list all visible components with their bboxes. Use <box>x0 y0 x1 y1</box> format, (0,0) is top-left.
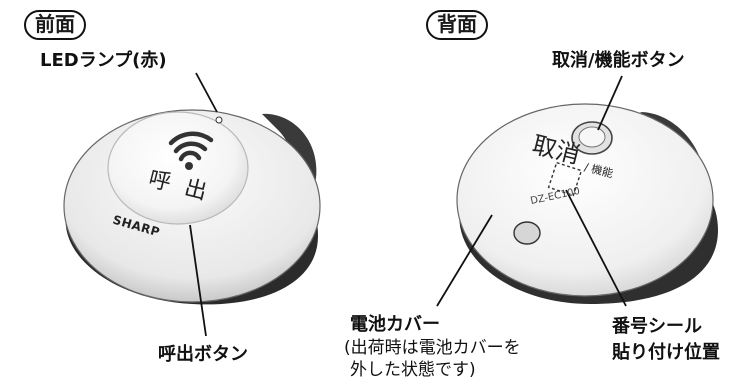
number-seal-label-line1: 番号シール <box>612 316 702 337</box>
call-button-label: 呼出ボタン <box>158 344 248 365</box>
wifi-dot <box>185 162 193 170</box>
wifi-signal-icon <box>168 131 214 162</box>
back-device <box>436 75 718 307</box>
battery-cover-note-line2: 外した状態です) <box>350 360 476 380</box>
back-tag: 背面 <box>426 10 488 40</box>
number-seal-label-line2: 貼り付け位置 <box>612 342 720 363</box>
battery-cover-label: 電池カバー <box>350 314 440 335</box>
cancel-function-label: 取消/機能ボタン <box>552 50 685 71</box>
led-label: LEDランプ(赤) <box>40 50 167 71</box>
front-tag: 前面 <box>24 10 86 40</box>
battery-cover-note-line1: (出荷時は電池カバーを <box>344 338 521 358</box>
front-device <box>63 72 321 337</box>
